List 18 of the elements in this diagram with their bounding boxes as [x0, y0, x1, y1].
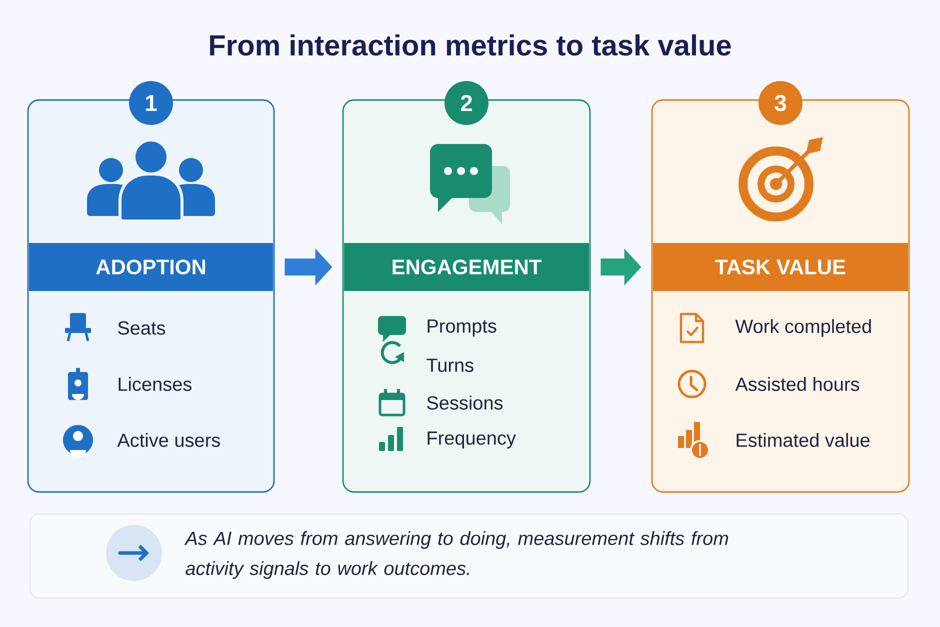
- metric-label: Estimated value: [736, 433, 870, 447]
- metric-label: Licenses: [118, 377, 192, 391]
- title: From interaction metrics to task value: [210, 34, 731, 56]
- metric-label: Frequency: [428, 432, 516, 448]
- number-badge: 3: [758, 81, 802, 125]
- heading-band: TASK VALUE: [653, 243, 908, 291]
- number-badge: 2: [444, 81, 488, 125]
- metric-label: Turns: [426, 358, 474, 372]
- metric-label: Sessions: [427, 396, 503, 410]
- number-badge: 1: [129, 81, 173, 125]
- heading-band: ADOPTION: [29, 243, 273, 291]
- metric-label: Active users: [117, 433, 220, 447]
- metric-label: Assisted hours: [735, 377, 860, 391]
- heading-band: ENGAGEMENT: [344, 243, 589, 291]
- metric-label: Work completed: [735, 319, 871, 337]
- note-text: As AI moves from answering to doing, measurement shifts from activity signals to work outcomes.: [184, 531, 728, 579]
- metric-label: Seats: [118, 321, 166, 335]
- metric-label: Prompts: [428, 320, 496, 336]
